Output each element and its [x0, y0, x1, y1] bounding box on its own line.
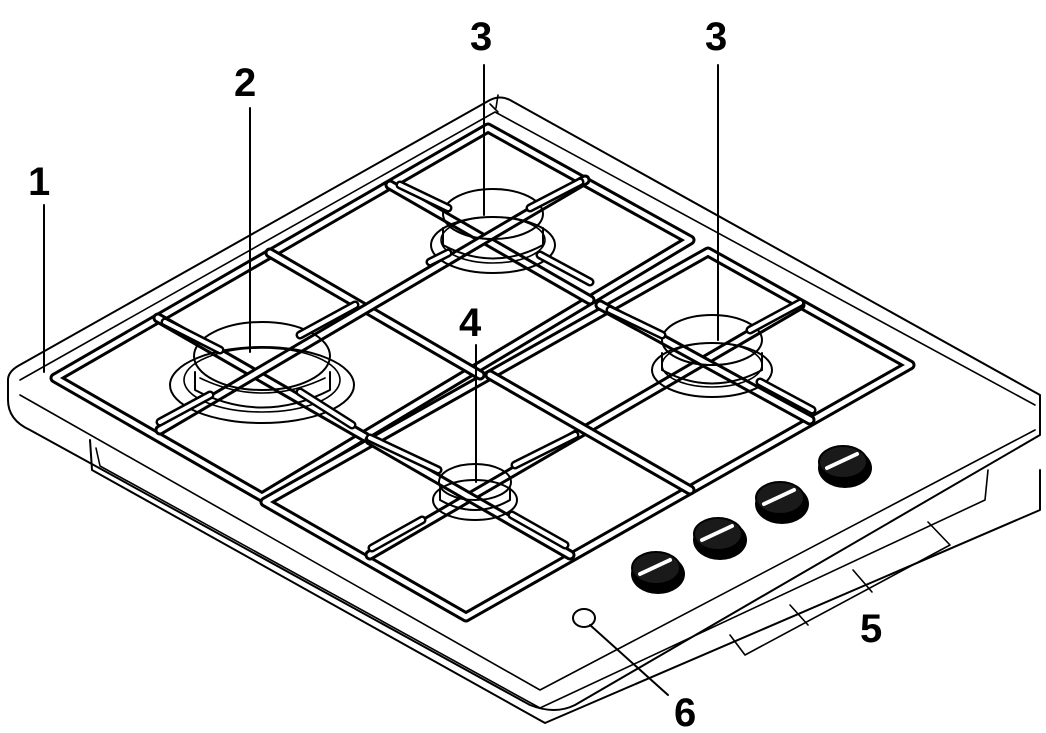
callout-1: 1	[28, 160, 50, 204]
knob-1[interactable]	[631, 551, 685, 594]
ignition-button[interactable]	[572, 608, 596, 628]
knob-3[interactable]	[755, 481, 809, 524]
grate-fingers	[155, 177, 817, 553]
callout-2: 2	[234, 61, 256, 105]
hob-body	[7, 94, 1041, 724]
callout-5: 5	[860, 607, 882, 651]
knob-2[interactable]	[693, 517, 747, 560]
pan-support-grates	[49, 122, 916, 623]
knob-4[interactable]	[818, 445, 872, 488]
callout-labels: 1 2 3 3 4 5 6	[28, 15, 882, 733]
burner-large	[169, 321, 355, 424]
callout-3-rear: 3	[470, 15, 492, 59]
callout-3-right: 3	[705, 15, 727, 59]
callout-4: 4	[459, 301, 482, 345]
burner-rear	[430, 188, 556, 274]
control-knobs	[631, 445, 872, 594]
leader-lines	[43, 64, 719, 696]
callout-6: 6	[674, 691, 696, 733]
control-panel-bezel	[729, 521, 951, 656]
burner-right	[651, 314, 773, 398]
